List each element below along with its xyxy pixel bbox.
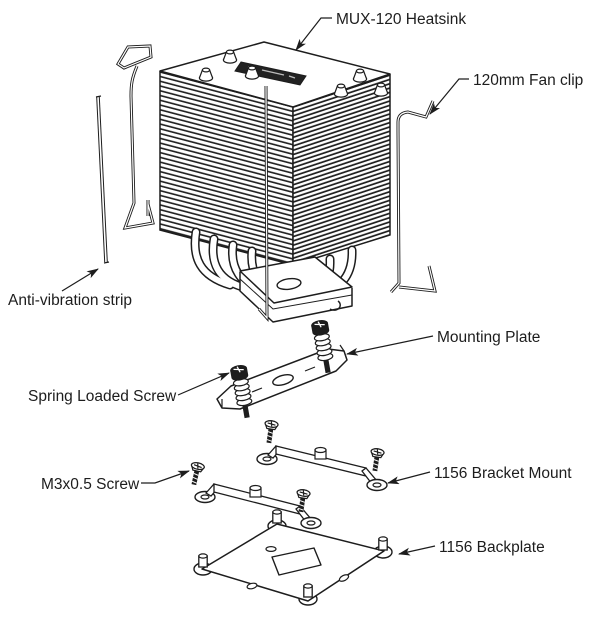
leader-mounting-plate [346,335,434,356]
label-fan-clip: 120mm Fan clip [473,72,583,89]
label-anti-vibration-strip: Anti-vibration strip [8,292,132,309]
label-heatsink: MUX-120 Heatsink [336,11,466,28]
label-mounting-plate: Mounting Plate [437,329,540,346]
leader-bracket-mount [387,471,431,485]
m3-screw-1 [261,419,280,445]
leader-heatsink [295,17,332,51]
leader-m3-screw [141,470,190,484]
part-labels: MUX-120 Heatsink 120mm Fan clip Anti-vib… [8,11,583,556]
label-backplate: 1156 Backplate [439,539,545,556]
backplate-illustration [193,509,393,606]
heatsink-illustration [159,41,391,323]
leader-spring-loaded-screw [177,372,230,396]
m3-screw-3 [186,461,206,487]
fan-clip-left-illustration [115,44,155,230]
leader-lines [61,17,469,556]
label-bracket-mount: 1156 Bracket Mount [434,465,572,482]
anti-vibration-strip-illustration [95,95,110,264]
mounting-plate-illustration [216,318,348,420]
fan-clip-front-illustration [257,85,269,322]
label-m3-screw: M3x0.5 Screw [41,476,140,493]
bracket-mounts-illustration [186,419,388,530]
label-spring-loaded-screw: Spring Loaded Screw [28,388,177,405]
leader-backplate [398,545,436,556]
backplate-posts [198,509,388,598]
leader-anti-vibration-strip [61,268,99,292]
bracket-mount-upper [256,445,388,492]
leader-fan-clip [429,78,469,115]
fan-clip-right-illustration [389,100,437,293]
m3-screw-2 [367,447,386,473]
